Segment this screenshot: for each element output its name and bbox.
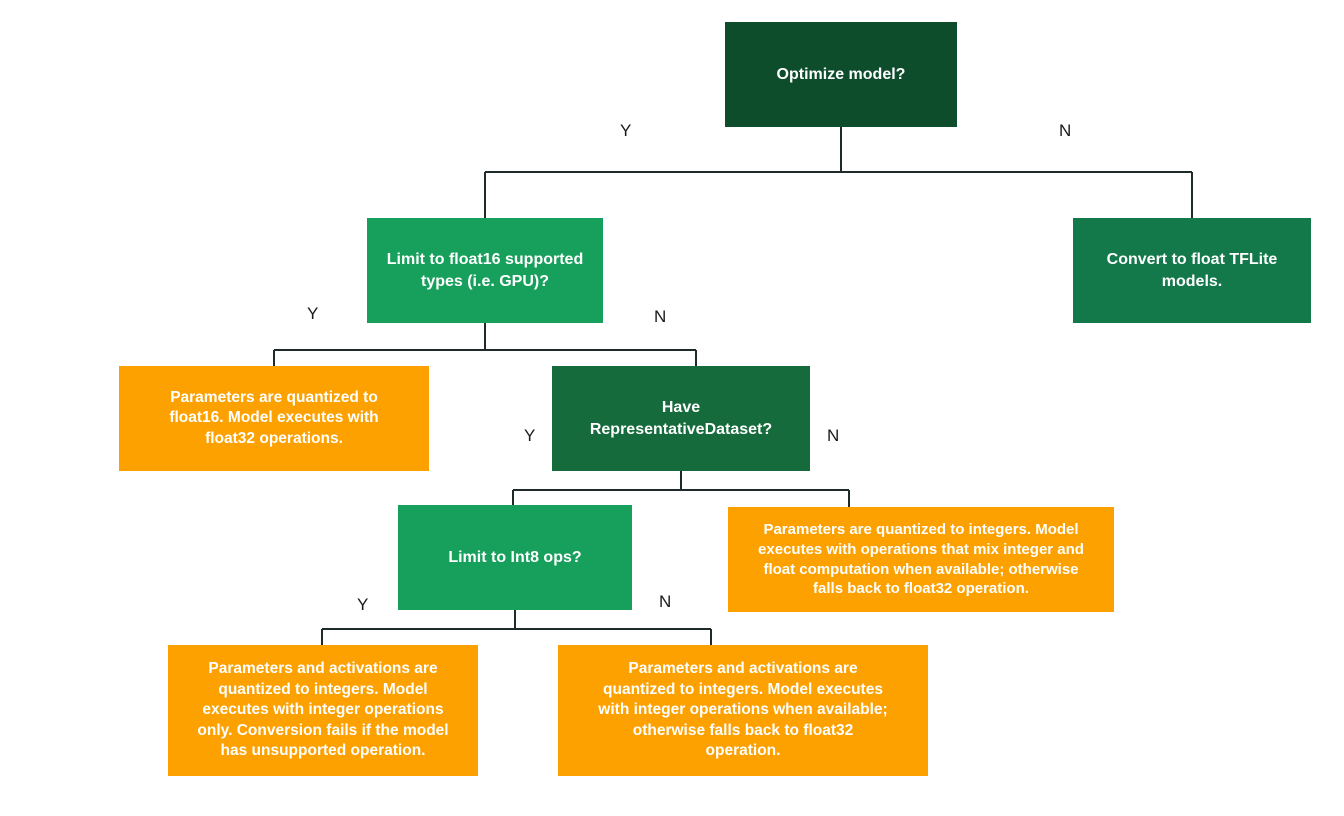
edge-label-float16-no: N bbox=[654, 307, 667, 326]
node-label: Have RepresentativeDataset? bbox=[589, 399, 773, 438]
edge-label-optimize-no: N bbox=[1059, 121, 1072, 140]
node-mixed-integer-float-outcome[interactable]: Parameters are quantized to integers. Mo… bbox=[728, 507, 1114, 612]
node-label: Optimize model? bbox=[776, 65, 906, 83]
node-label: Parameters are quantized to float16. Mod… bbox=[169, 388, 379, 447]
node-integer-fallback-outcome[interactable]: Parameters and activations are quantized… bbox=[558, 645, 928, 776]
node-params-quantized-float16[interactable]: Parameters are quantized to float16. Mod… bbox=[119, 366, 429, 471]
node-label: Limit to Int8 ops? bbox=[448, 548, 582, 566]
edge-label-int8-yes: Y bbox=[357, 595, 369, 614]
edge-label-float16-yes: Y bbox=[307, 304, 319, 323]
node-optimize-model[interactable]: Optimize model? bbox=[725, 22, 957, 127]
edge-label-repdataset-yes: Y bbox=[524, 426, 536, 445]
node-limit-to-int8-ops[interactable]: Limit to Int8 ops? bbox=[398, 505, 632, 610]
edge-label-repdataset-no: N bbox=[827, 426, 840, 445]
node-integer-only-outcome[interactable]: Parameters and activations are quantized… bbox=[168, 645, 478, 776]
node-label: Limit to float16 supported types (i.e. G… bbox=[386, 251, 584, 290]
node-label: Convert to float TFLite models. bbox=[1106, 251, 1278, 290]
edge-label-int8-no: N bbox=[659, 592, 672, 611]
node-convert-to-float-tflite[interactable]: Convert to float TFLite models. bbox=[1073, 218, 1311, 323]
node-limit-to-float16[interactable]: Limit to float16 supported types (i.e. G… bbox=[367, 218, 603, 323]
node-label: Parameters and activations are quantized… bbox=[598, 660, 888, 760]
edge-label-optimize-yes: Y bbox=[620, 121, 632, 140]
node-label: Parameters are quantized to integers. Mo… bbox=[758, 520, 1084, 598]
node-have-representative-dataset[interactable]: Have RepresentativeDataset? bbox=[552, 366, 810, 471]
node-label: Parameters and activations are quantized… bbox=[197, 660, 449, 760]
